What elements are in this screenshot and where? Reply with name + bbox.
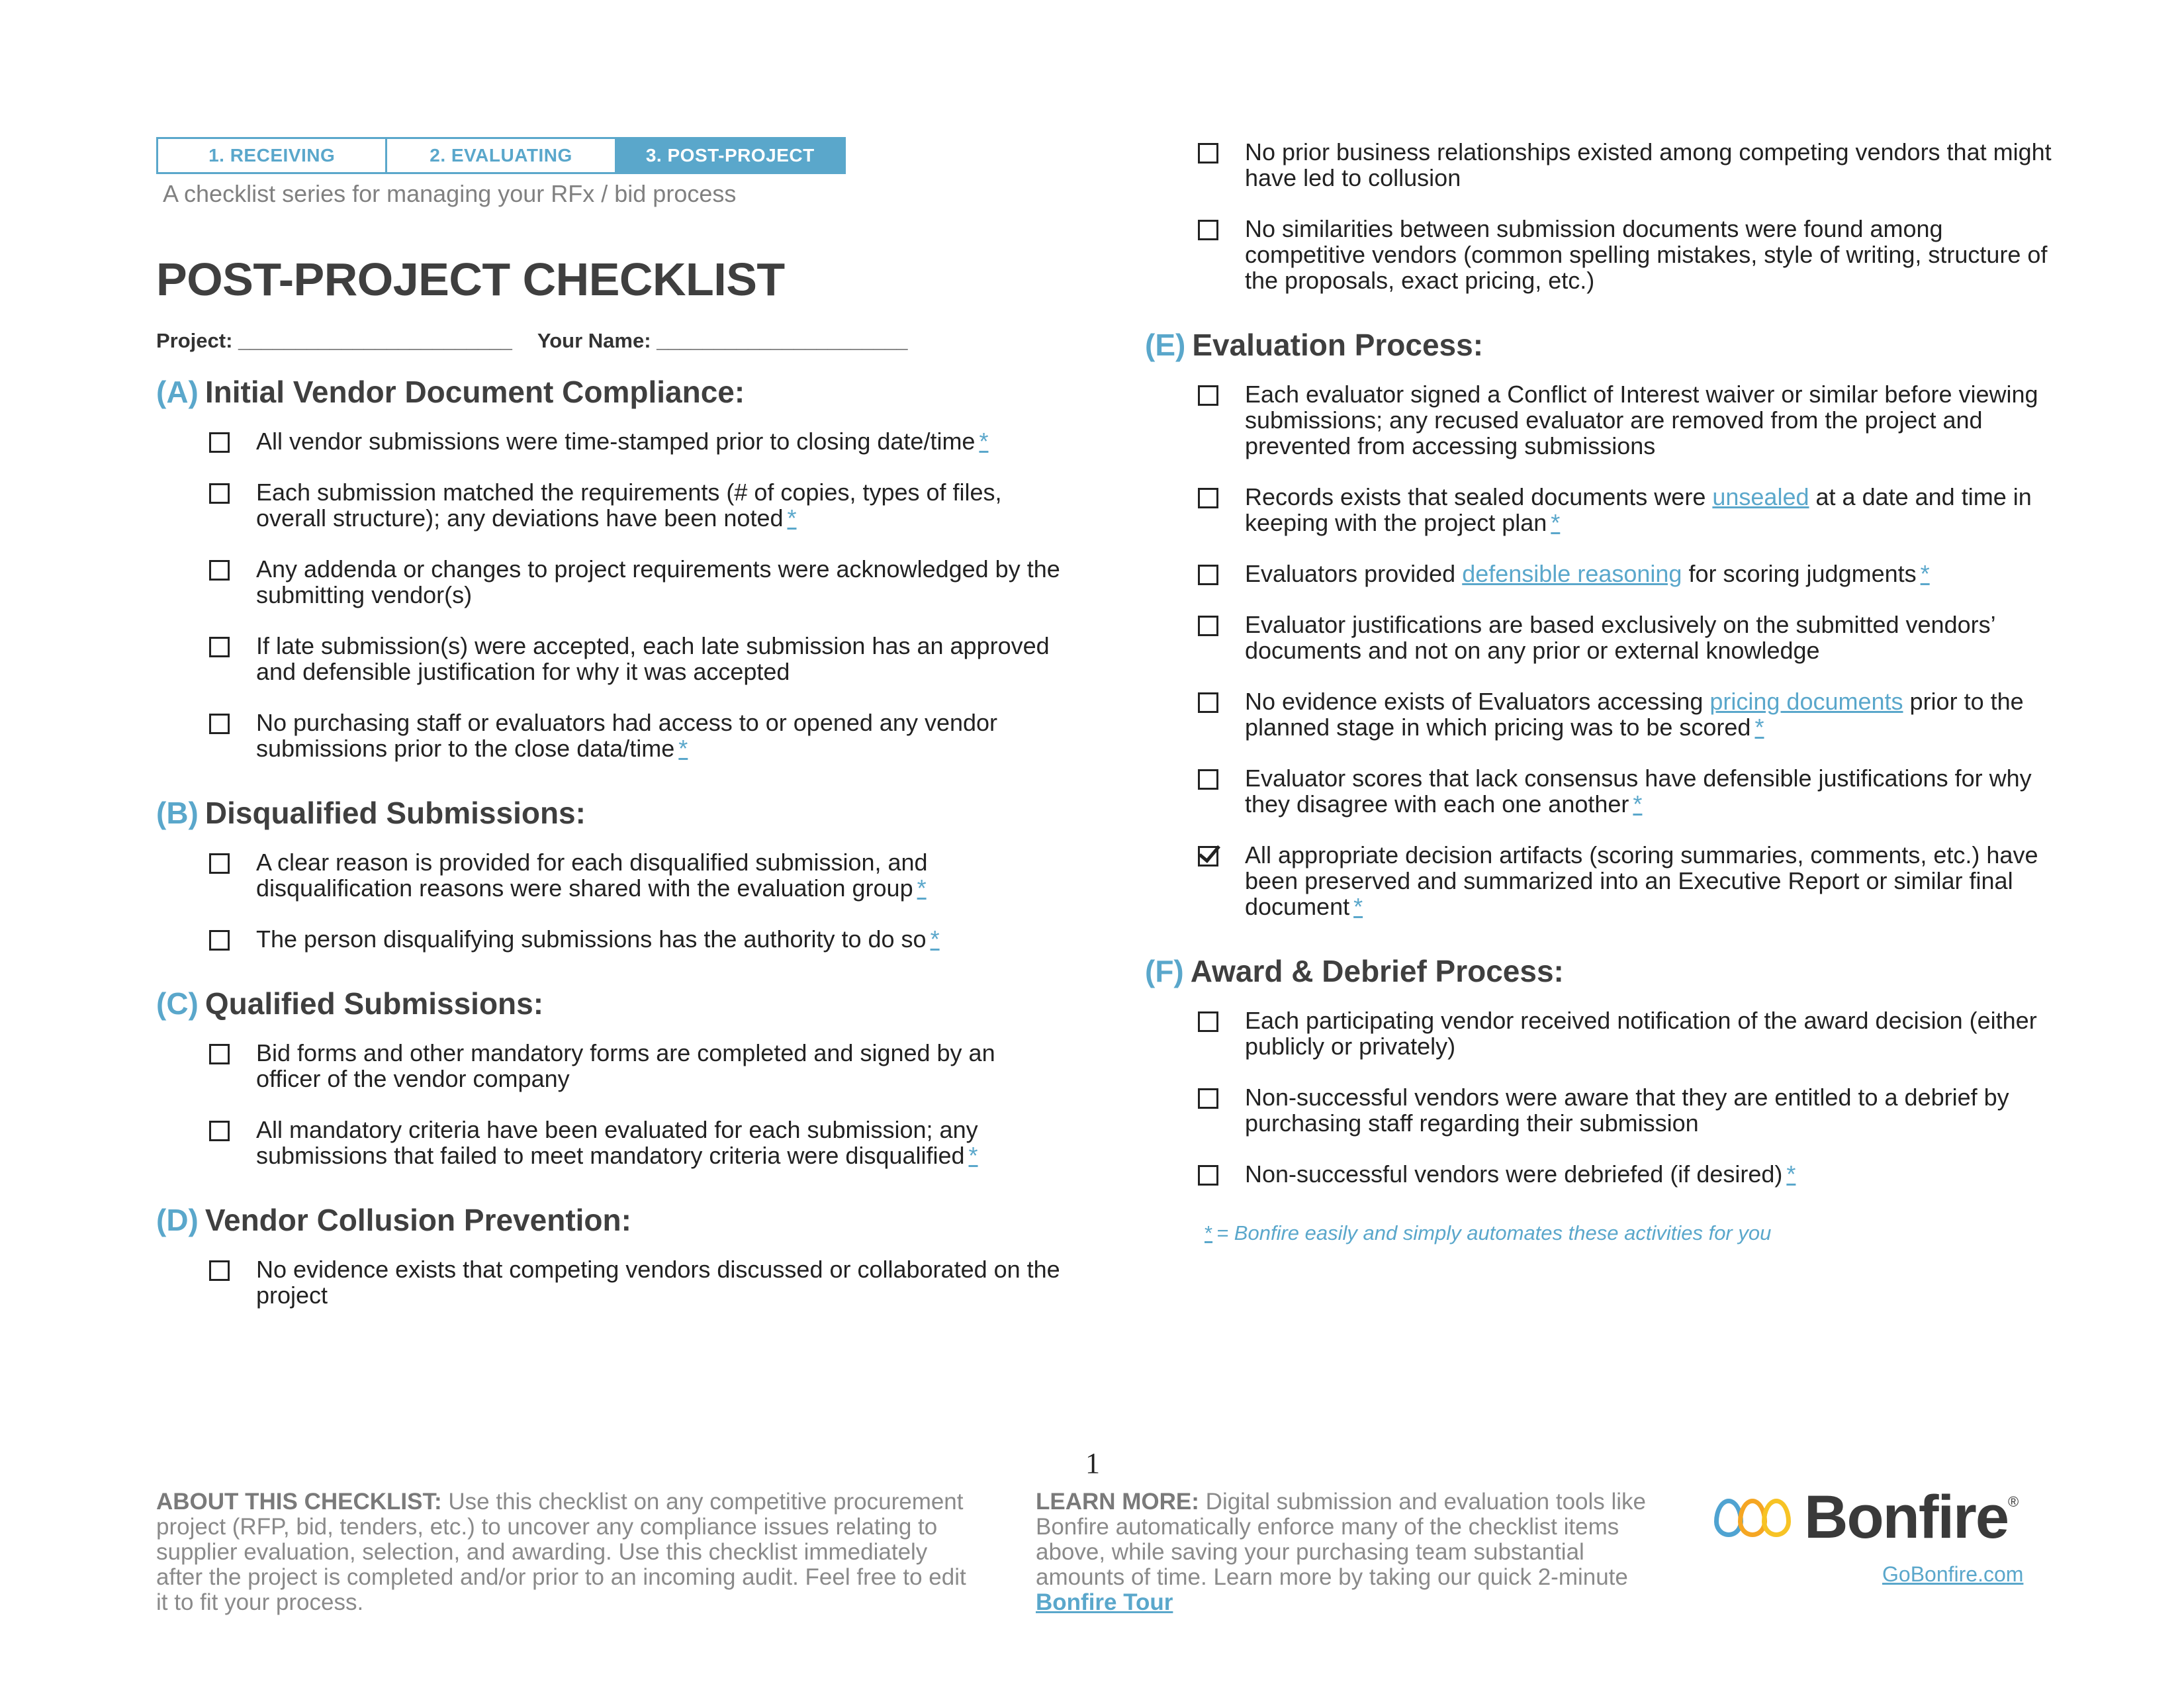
page-number: 1 <box>1085 1447 1100 1479</box>
checklist-item: Records exists that sealed documents wer… <box>1198 484 2052 536</box>
series-subtitle: A checklist series for managing your RFx… <box>163 180 737 207</box>
checkbox-checked[interactable] <box>1198 845 1218 867</box>
section-title: (B)Disqualified Submissions: <box>156 795 586 830</box>
checklist-item: All mandatory criteria have been evaluat… <box>209 1117 1063 1168</box>
bonfire-logo: Bonfire ® <box>1714 1483 2019 1552</box>
checkbox[interactable] <box>1198 220 1218 240</box>
step-evaluating: 2. EVALUATING <box>387 139 617 172</box>
checkbox[interactable] <box>209 636 230 657</box>
automation-star-link[interactable]: * <box>1786 1160 1796 1188</box>
checkbox[interactable] <box>1198 385 1218 406</box>
section-title: (E)Evaluation Process: <box>1145 328 1484 362</box>
checklist-item: If late submission(s) were accepted, eac… <box>209 633 1063 684</box>
left-column: (A)Initial Vendor Document Compliance: A… <box>156 375 1063 1342</box>
checklist-item: Bid forms and other mandatory forms are … <box>209 1040 1063 1092</box>
automation-star-link[interactable]: * <box>930 925 940 953</box>
section-title: (F)Award & Debrief Process: <box>1145 953 1564 988</box>
section-d: (D)Vendor Collusion Prevention: No evide… <box>156 1203 1063 1308</box>
checkbox[interactable] <box>209 853 230 874</box>
checkbox[interactable] <box>1198 487 1218 508</box>
bonfire-tour-link[interactable]: Bonfire Tour <box>1036 1589 1173 1615</box>
checklist-item: No evidence exists that competing vendor… <box>209 1256 1063 1308</box>
automation-star-link[interactable]: * <box>1920 559 1930 587</box>
checklist-item: No evidence exists of Evaluators accessi… <box>1198 688 2052 740</box>
checklist-item: The person disqualifying submissions has… <box>209 926 1063 952</box>
step-receiving: 1. RECEIVING <box>158 139 388 172</box>
checklist-item: Non-successful vendors were debriefed (i… <box>1198 1161 2052 1187</box>
about-checklist: ABOUT THIS CHECKLIST: Use this checklist… <box>156 1489 966 1615</box>
section-b: (B)Disqualified Submissions: A clear rea… <box>156 796 1063 952</box>
unsealed-link[interactable]: unsealed <box>1712 483 1809 510</box>
checklist-item: Each submission matched the requirements… <box>209 479 1063 531</box>
automation-star-link[interactable]: * <box>678 734 688 762</box>
section-c: (C)Qualified Submissions: Bid forms and … <box>156 986 1063 1168</box>
section-f: (F)Award & Debrief Process: Each partici… <box>1145 954 2052 1187</box>
step-post-project: 3. POST-PROJECT <box>616 139 844 172</box>
automation-star-link[interactable]: * <box>917 874 927 902</box>
checkbox[interactable] <box>209 1260 230 1281</box>
flame-drops-icon <box>1714 1498 1791 1537</box>
automation-star-link[interactable]: * <box>1754 713 1764 741</box>
section-title: (D)Vendor Collusion Prevention: <box>156 1202 631 1237</box>
checkbox[interactable] <box>209 1043 230 1064</box>
your-name-field[interactable]: Your Name: ______________________ <box>537 329 908 352</box>
checklist-item: Non-successful vendors were aware that t… <box>1198 1084 2052 1136</box>
process-steps: 1. RECEIVING 2. EVALUATING 3. POST-PROJE… <box>156 137 846 174</box>
automation-star-link[interactable]: * <box>1633 790 1643 818</box>
automation-star-link[interactable]: * <box>1551 508 1561 536</box>
yellow-drop-icon <box>1762 1498 1791 1537</box>
checkbox[interactable] <box>1198 1011 1218 1032</box>
checklist-item: Evaluators provided defensible reasoning… <box>1198 561 2052 586</box>
right-column: No prior business relationships existed … <box>1145 139 2052 1245</box>
automation-legend: *= Bonfire easily and simply automates t… <box>1205 1221 1772 1244</box>
checklist-item: All vendor submissions were time-stamped… <box>209 428 1063 454</box>
checklist-item: No prior business relationships existed … <box>1198 139 2052 191</box>
checklist-item: No purchasing staff or evaluators had ac… <box>209 710 1063 761</box>
learn-more: LEARN MORE: Digital submission and evalu… <box>1036 1489 1647 1615</box>
section-e: (E)Evaluation Process: Each evaluator si… <box>1145 328 2052 919</box>
automation-star-link[interactable]: * <box>979 427 989 455</box>
page-title: POST-PROJECT CHECKLIST <box>156 254 785 305</box>
checkbox[interactable] <box>209 713 230 734</box>
checkbox[interactable] <box>209 432 230 453</box>
checkbox[interactable] <box>1198 769 1218 790</box>
automation-star-link[interactable]: * <box>787 504 797 532</box>
checklist-item: All appropriate decision artifacts (scor… <box>1198 842 2052 919</box>
checkbox[interactable] <box>1198 615 1218 636</box>
checkbox[interactable] <box>1198 143 1218 164</box>
defensible-reasoning-link[interactable]: defensible reasoning <box>1462 559 1682 587</box>
checklist-item: Each participating vendor received notif… <box>1198 1008 2052 1059</box>
checkbox[interactable] <box>1198 692 1218 713</box>
checkbox[interactable] <box>209 1120 230 1141</box>
checklist-item: No similarities between submission docum… <box>1198 216 2052 293</box>
form-fields: Project: ________________________ Your N… <box>156 329 907 353</box>
section-title: (C)Qualified Submissions: <box>156 986 544 1021</box>
section-title: (A)Initial Vendor Document Compliance: <box>156 375 745 409</box>
pricing-documents-link[interactable]: pricing documents <box>1709 687 1903 715</box>
checkbox[interactable] <box>209 559 230 581</box>
checklist-item: Each evaluator signed a Conflict of Inte… <box>1198 381 2052 459</box>
checkbox[interactable] <box>1198 1088 1218 1109</box>
registered-mark: ® <box>2008 1493 2019 1510</box>
checkbox[interactable] <box>209 929 230 951</box>
checkbox[interactable] <box>1198 1164 1218 1186</box>
brand-name: Bonfire <box>1804 1483 2009 1551</box>
automation-star-link[interactable]: * <box>968 1141 978 1169</box>
section-d-continued: No prior business relationships existed … <box>1145 139 2052 293</box>
checkbox[interactable] <box>1198 564 1218 585</box>
checklist-item: Evaluator scores that lack consensus hav… <box>1198 765 2052 817</box>
section-a: (A)Initial Vendor Document Compliance: A… <box>156 375 1063 761</box>
project-field[interactable]: Project: ________________________ <box>156 329 512 352</box>
automation-star-link[interactable]: * <box>1353 892 1363 920</box>
website-link[interactable]: GoBonfire.com <box>1882 1562 2024 1586</box>
checkbox[interactable] <box>209 483 230 504</box>
checklist-item: A clear reason is provided for each disq… <box>209 849 1063 901</box>
checklist-item: Any addenda or changes to project requir… <box>209 556 1063 608</box>
checklist-item: Evaluator justifications are based exclu… <box>1198 612 2052 663</box>
